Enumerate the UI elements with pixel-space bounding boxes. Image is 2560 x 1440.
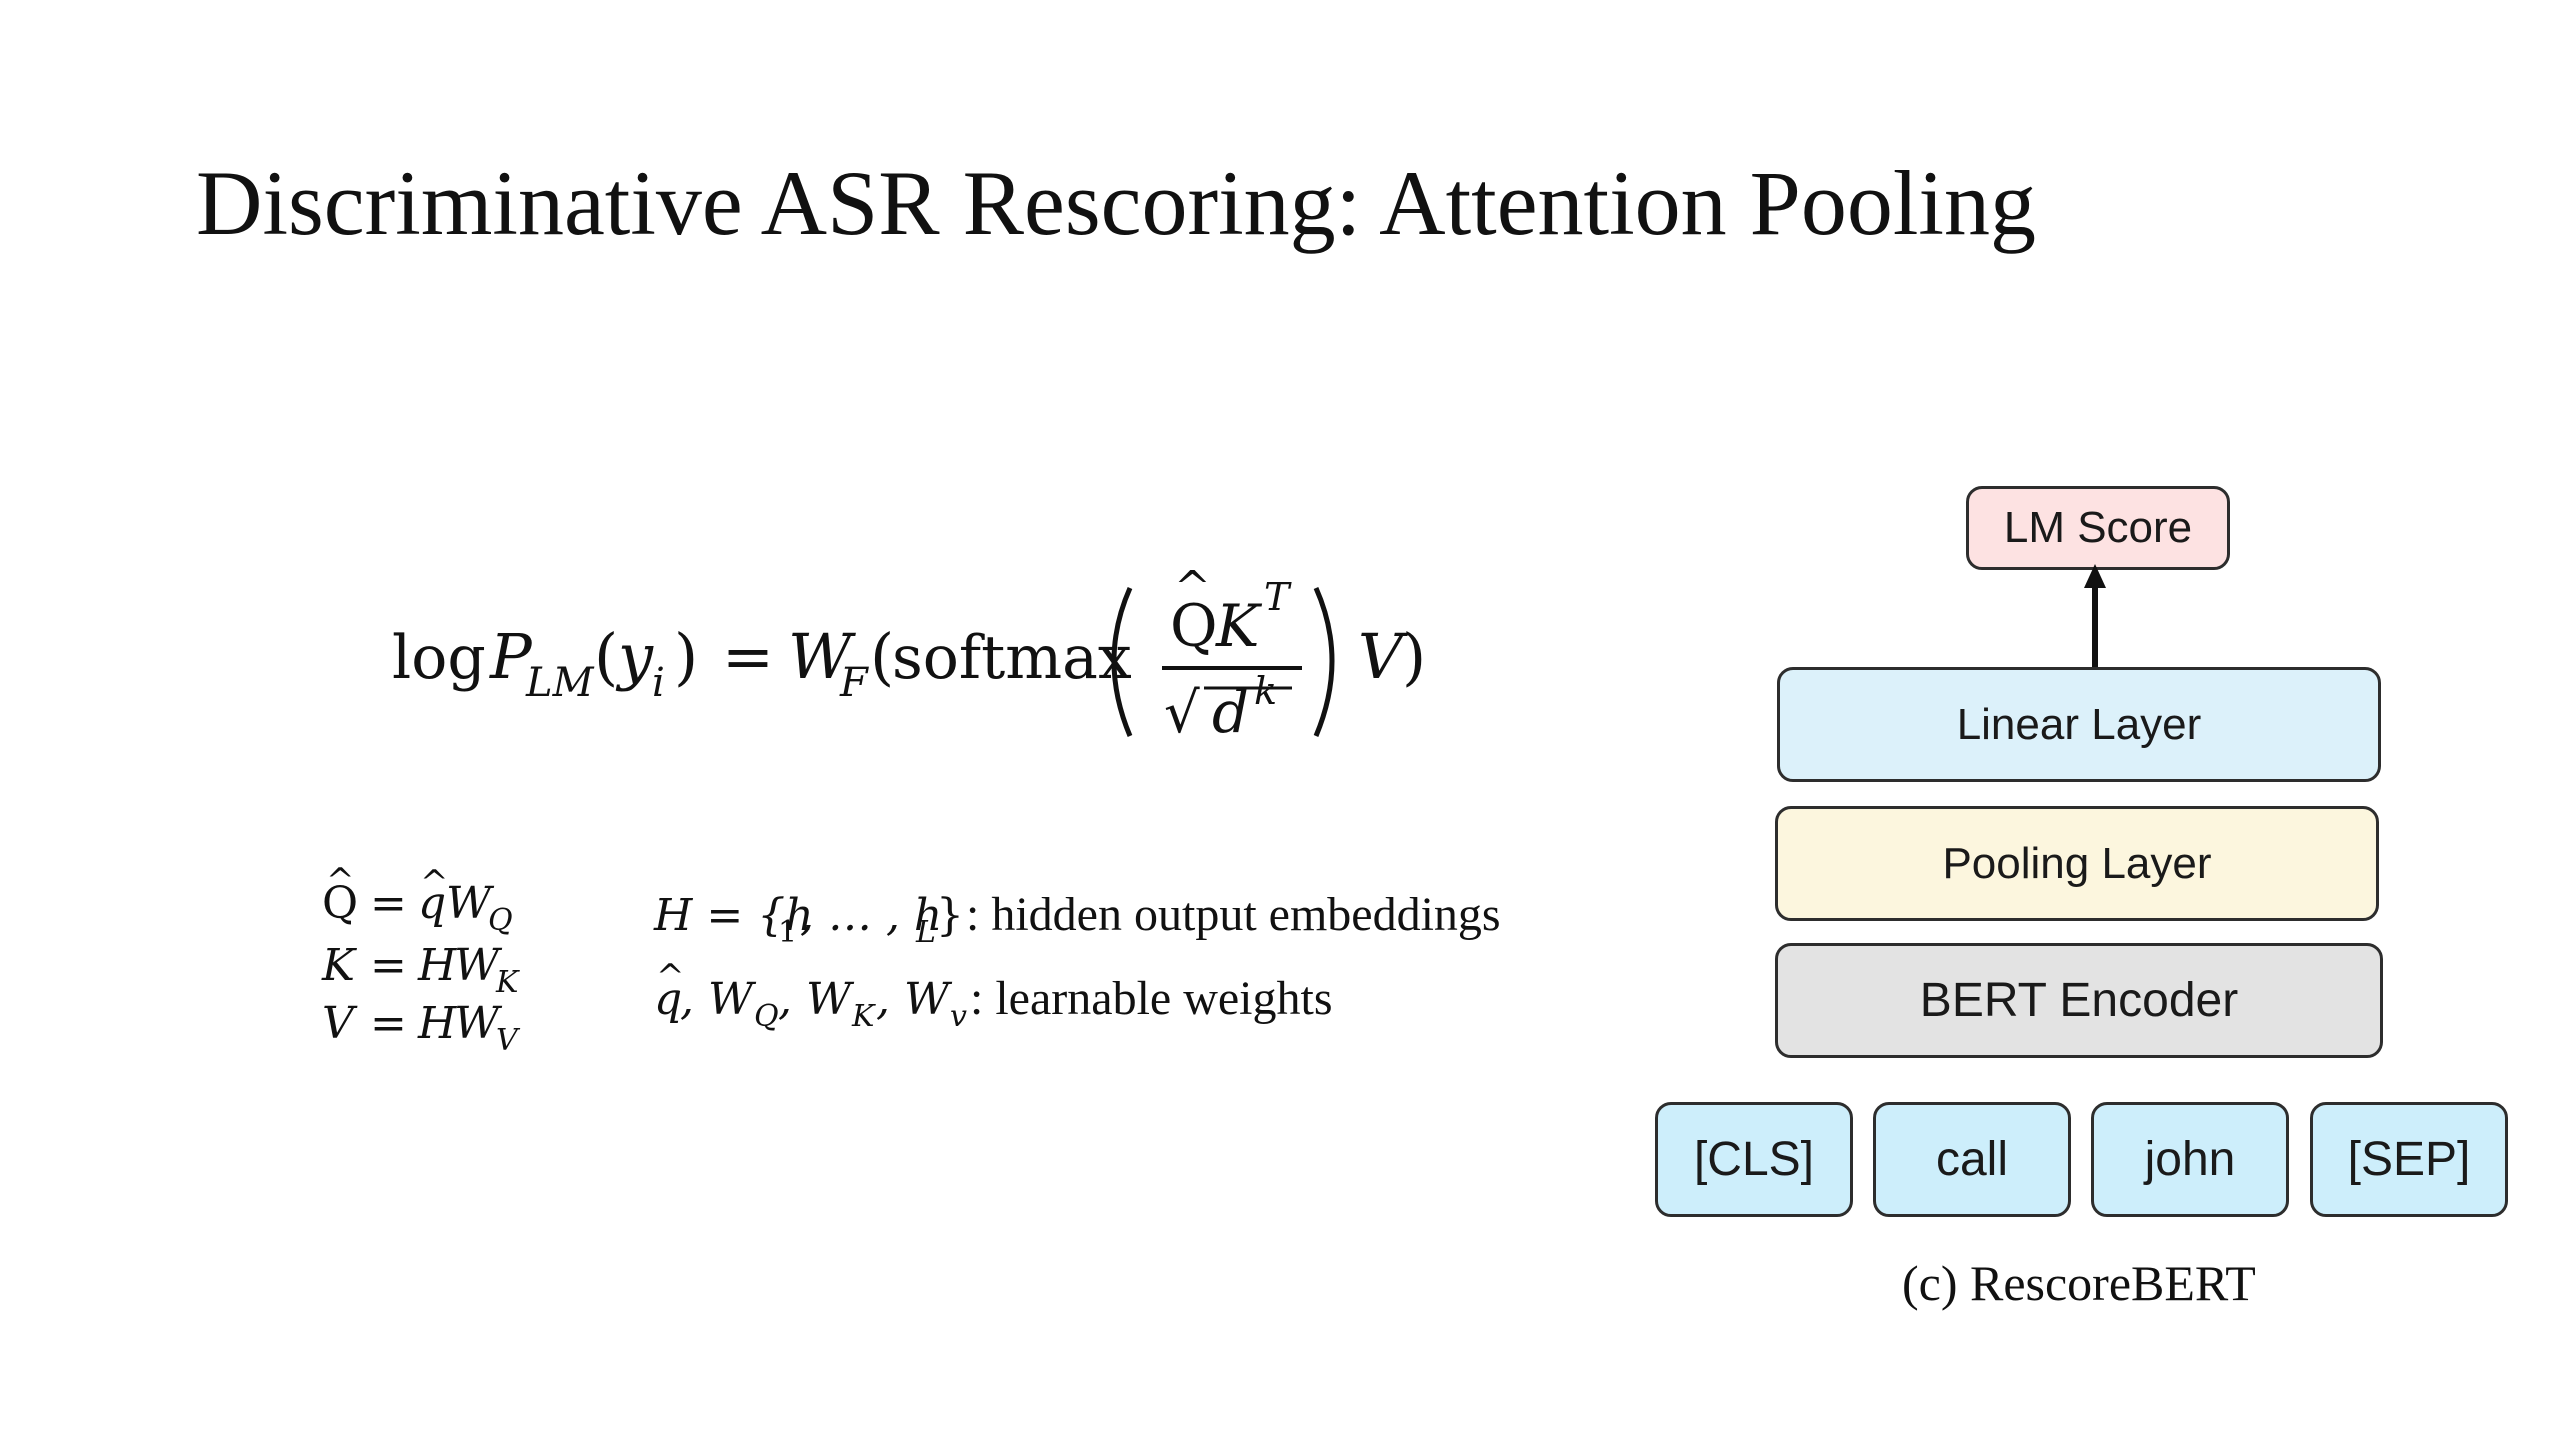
note-hidden-subL: L <box>915 915 936 950</box>
definition-k: K = H W K <box>321 940 520 1000</box>
eq-y-subscript: i <box>652 660 665 706</box>
eq-v: V <box>1358 620 1409 693</box>
eq-y: y <box>615 620 654 693</box>
note-hidden-embeddings: H = {h 1 , … , h L } : hidden output emb… <box>653 888 1501 950</box>
def-k-eq: = <box>370 940 407 991</box>
eq-log: log <box>392 623 486 693</box>
def-q-lhs-hat: ^ <box>326 861 355 901</box>
note-weights-text: : learnable weights <box>970 972 1333 1025</box>
def-v-eq: = <box>370 998 407 1049</box>
diagram-caption: (c) RescoreBERT <box>1902 1255 2256 1311</box>
note-learnable-weights: q ^ , W Q , W K , W v : learnable weight… <box>654 957 1333 1034</box>
matrix-definitions: Q ^ = q ^ W Q K = H W K V = H W V <box>321 861 521 1058</box>
eq-w-subscript: F <box>839 660 869 706</box>
def-v-b-sub: V <box>496 1023 521 1058</box>
def-q-a: q <box>418 878 446 929</box>
token-cls: [CLS] <box>1655 1102 1853 1217</box>
def-k-lhs: K <box>321 940 357 991</box>
note-hidden-text: : hidden output embeddings <box>966 888 1501 941</box>
definition-v: V = H W V <box>322 998 521 1058</box>
lm-score-box: LM Score <box>1966 486 2230 570</box>
eq-sqrt-symbol: √ <box>1164 681 1200 746</box>
def-k-b-sub: K <box>495 965 520 1000</box>
def-v-a: H <box>417 998 458 1049</box>
eq-w: W <box>788 620 856 693</box>
linear-layer-box: Linear Layer <box>1777 667 2381 782</box>
note-weights-w2: , W <box>778 974 855 1025</box>
eq-big-paren-left <box>1111 586 1133 737</box>
def-k-b: W <box>454 940 503 991</box>
eq-softmax: softmax <box>892 623 1132 693</box>
note-weights-w2-sub: K <box>851 999 876 1034</box>
eq-equals: = <box>722 620 774 693</box>
eq-frac-numerator-hat: ^ <box>1174 562 1211 613</box>
slide-title: Discriminative ASR Rescoring: Attention … <box>196 152 2036 254</box>
eq-frac-denominator-superscript: k <box>1254 669 1277 713</box>
def-v-b: W <box>454 998 503 1049</box>
note-hidden-math: H = {h <box>653 890 814 941</box>
eq-close-paren-2: ) <box>1402 620 1426 693</box>
def-q-b-sub: Q <box>488 903 513 938</box>
def-k-a: H <box>417 940 458 991</box>
note-weights-q-hat: ^ <box>656 957 685 997</box>
eq-p-subscript: LM <box>525 660 595 706</box>
attention-pooling-equation: log P LM ( y i ) = W F ( softmax Q ^ K T… <box>392 562 1426 746</box>
note-hidden-sub1: 1 <box>778 915 797 950</box>
eq-frac-numerator-k: K <box>1215 592 1263 660</box>
def-q-eq: = <box>370 878 407 929</box>
eq-open-paren-2: ( <box>870 620 894 693</box>
definition-q: Q ^ = q ^ W Q <box>322 861 513 938</box>
eq-frac-numerator-superscript: T <box>1264 575 1292 619</box>
def-q-lhs: Q <box>322 878 358 929</box>
def-q-a-hat: ^ <box>420 863 449 903</box>
note-weights-w3-sub: v <box>950 999 967 1034</box>
eq-close-paren-1: ) <box>674 620 698 693</box>
eq-frac-denominator-d: d <box>1212 678 1249 746</box>
eq-big-paren-right <box>1313 586 1335 737</box>
pooling-layer-box: Pooling Layer <box>1775 806 2379 921</box>
note-weights-q: q <box>654 974 682 1025</box>
note-hidden-close: } <box>936 890 964 941</box>
def-v-lhs: V <box>322 998 358 1049</box>
note-weights-w1-sub: Q <box>754 999 779 1034</box>
note-weights-w3: , W <box>876 974 953 1025</box>
variable-notes: H = {h 1 , … , h L } : hidden output emb… <box>653 888 1501 1034</box>
token-call: call <box>1873 1102 2071 1217</box>
note-weights-w1: , W <box>680 974 757 1025</box>
token-john: john <box>2091 1102 2289 1217</box>
token-sep: [SEP] <box>2310 1102 2508 1217</box>
def-q-b: W <box>446 878 495 929</box>
up-arrow-icon <box>2084 564 2106 668</box>
note-hidden-mid: , … , h <box>800 890 942 941</box>
eq-open-paren-1: ( <box>594 620 618 693</box>
eq-frac-numerator-q: Q <box>1170 592 1218 660</box>
eq-p: P <box>489 620 533 693</box>
bert-encoder-box: BERT Encoder <box>1775 943 2383 1058</box>
